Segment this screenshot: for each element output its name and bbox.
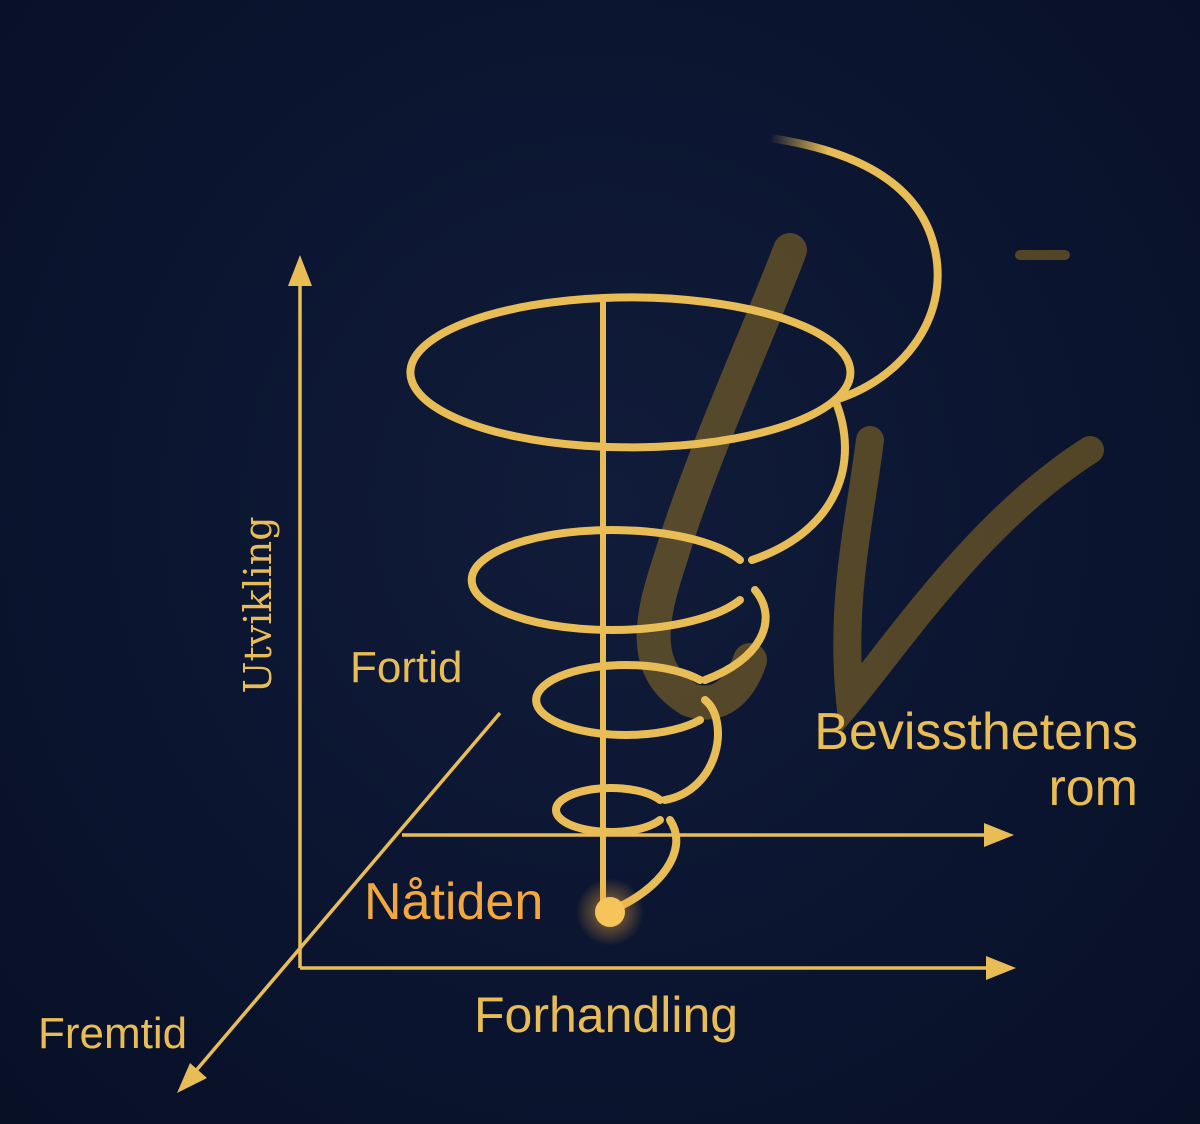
spiral-link-2 <box>701 586 770 684</box>
depth-axis-arrow <box>177 1063 207 1093</box>
vertical-axis-label: Utvikling <box>236 516 280 694</box>
space-axis-label-line2: rom <box>1048 759 1138 817</box>
space-axis-label-line1: Bevissthetens <box>814 703 1138 761</box>
space-axis-label: Bevissthetens rom <box>772 704 1138 816</box>
spiral-turn-3 <box>467 526 744 634</box>
spiral-link-3 <box>748 396 849 564</box>
glowing-dot-icon <box>576 878 644 946</box>
spiral <box>406 134 942 914</box>
lv-monogram-watermark <box>636 233 1104 735</box>
spiral-turn-1 <box>552 784 664 836</box>
depth-axis-line <box>186 711 502 1082</box>
spiral-top-tail <box>766 134 942 404</box>
spiral-turn-4 <box>406 293 855 452</box>
depth-axis-back-label: Fortid <box>350 643 463 692</box>
axes <box>177 255 1016 1093</box>
horizontal-axis-label: Forhandling <box>474 987 739 1043</box>
horizontal-axis-arrow <box>986 956 1016 980</box>
vertical-axis-arrow <box>288 255 312 286</box>
space-axis-arrow <box>984 823 1014 847</box>
spiral-turn-2 <box>532 661 704 739</box>
depth-axis-front-label: Fremtid <box>38 1009 188 1058</box>
spiral-link-1 <box>661 696 722 804</box>
origin-point-label: Nåtiden <box>364 873 544 931</box>
